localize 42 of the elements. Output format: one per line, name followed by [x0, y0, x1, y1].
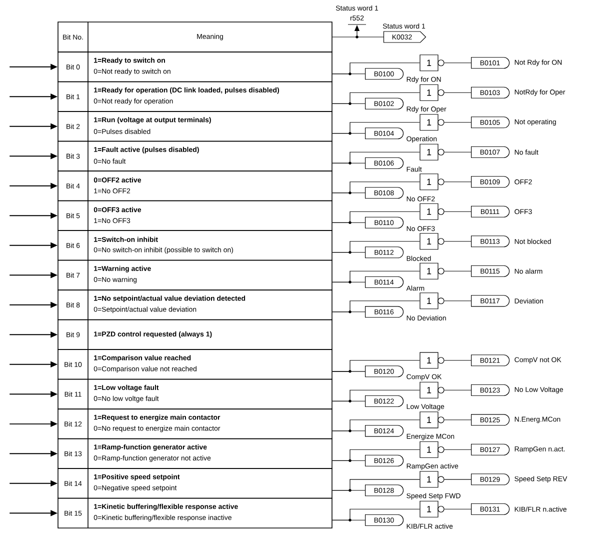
- not-gate: 1: [420, 412, 444, 428]
- signal-line: [332, 182, 420, 194]
- signal-line: [332, 62, 420, 76]
- signal-line: [332, 211, 420, 224]
- signal-line: [332, 241, 420, 254]
- signal-line: [444, 241, 472, 242]
- signal-line: [332, 36, 384, 38]
- signal-line: [332, 420, 420, 432]
- signal-line: [332, 360, 420, 373]
- not-gate: 1: [420, 292, 444, 310]
- not-gate: 1: [420, 233, 444, 250]
- signal-line: [444, 122, 472, 123]
- signal-line: [332, 449, 420, 462]
- not-gate: 1: [420, 471, 444, 488]
- signal-line: [332, 152, 420, 165]
- signal-line: [332, 479, 420, 492]
- signal-line: [444, 211, 472, 212]
- signal-line: [444, 300, 472, 302]
- not-gate: 1: [420, 203, 444, 220]
- signal-line: [332, 508, 420, 522]
- not-gate: 1: [420, 114, 444, 131]
- signal-line: [444, 92, 472, 93]
- signal-line: [332, 92, 420, 106]
- not-gate: 1: [420, 144, 444, 160]
- not-gate: 1: [420, 174, 444, 190]
- signal-line: [444, 508, 472, 510]
- signal-line: [444, 479, 472, 480]
- not-gate: 1: [420, 382, 444, 398]
- not-gate: 1: [420, 352, 444, 369]
- not-gate: 1: [420, 441, 444, 458]
- signal-line: [332, 390, 420, 403]
- signal-line: [444, 270, 472, 272]
- not-gate: 1: [420, 54, 444, 72]
- signal-line: [444, 360, 472, 361]
- not-gate: 1: [420, 84, 444, 101]
- signal-line: [332, 122, 420, 135]
- not-gate: 1: [420, 500, 444, 518]
- not-gate: 1: [420, 262, 444, 280]
- signal-line: [332, 270, 420, 284]
- signal-line: [444, 62, 472, 64]
- signal-line: [332, 300, 420, 314]
- signal-line: [444, 449, 472, 450]
